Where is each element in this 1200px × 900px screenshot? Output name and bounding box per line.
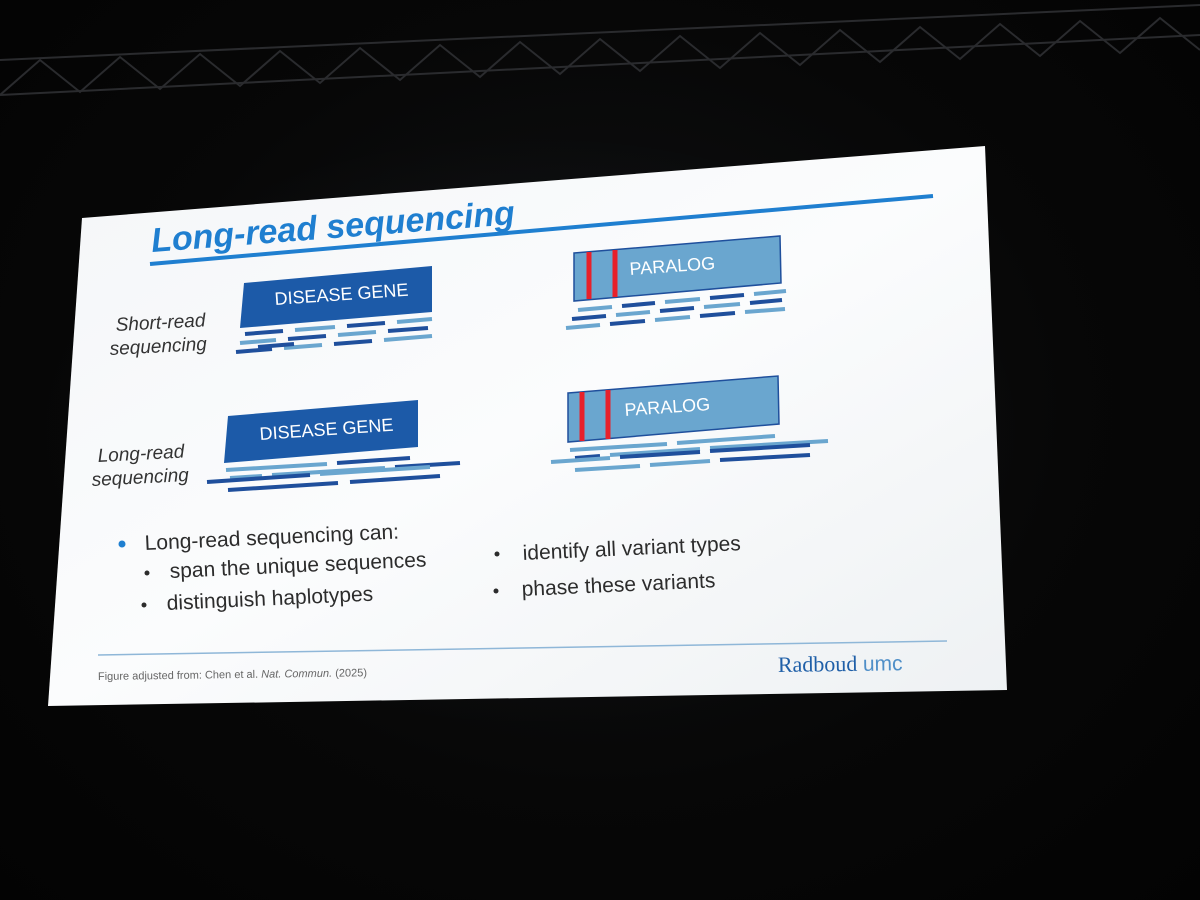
short-read-paralog-panel: PARALOG <box>565 235 787 330</box>
footer-divider <box>97 640 948 656</box>
footer-citation: Figure adjusted from: Chen et al. Nat. C… <box>98 667 367 683</box>
radboudumc-logo: Radboud umc <box>778 650 903 677</box>
paralog-short-reads <box>565 289 787 330</box>
row-label-short-line1: Short-read <box>115 310 207 336</box>
short-read-gene-panel: DISEASE GENE <box>235 266 433 354</box>
footer-prefix: Figure adjusted from: Chen et al. <box>98 669 261 683</box>
title-underline <box>149 194 934 266</box>
paralog-box <box>567 375 780 443</box>
logo-umc: umc <box>863 652 903 676</box>
long-read-gene-panel: DISEASE GENE <box>206 400 461 492</box>
paralog-box <box>573 235 782 302</box>
footer-journal: Nat. Commun. <box>261 668 332 681</box>
sub-bullet-dot <box>144 570 150 576</box>
footer-year: (2025) <box>335 667 367 679</box>
disease-gene-box <box>240 266 432 328</box>
short-reads <box>235 317 433 354</box>
row-label-long-line2: sequencing <box>91 465 190 491</box>
sub-bullet-dot <box>494 551 500 557</box>
long-reads <box>206 456 461 492</box>
row-label-short-read: Short-read sequencing <box>109 310 208 360</box>
bullet-dot <box>118 540 126 548</box>
sub-bullet-dot <box>493 588 499 594</box>
row-label-long-line1: Long-read <box>97 441 186 467</box>
row-label-long-read: Long-read sequencing <box>91 441 190 491</box>
disease-gene-box <box>224 400 418 463</box>
lighting-truss <box>0 4 1200 96</box>
sub-bullet-dot <box>141 602 147 608</box>
paralog-long-reads <box>550 434 829 472</box>
long-read-paralog-panel: PARALOG <box>550 375 829 472</box>
logo-radboud: Radboud <box>778 651 858 677</box>
row-label-short-line2: sequencing <box>109 334 208 360</box>
